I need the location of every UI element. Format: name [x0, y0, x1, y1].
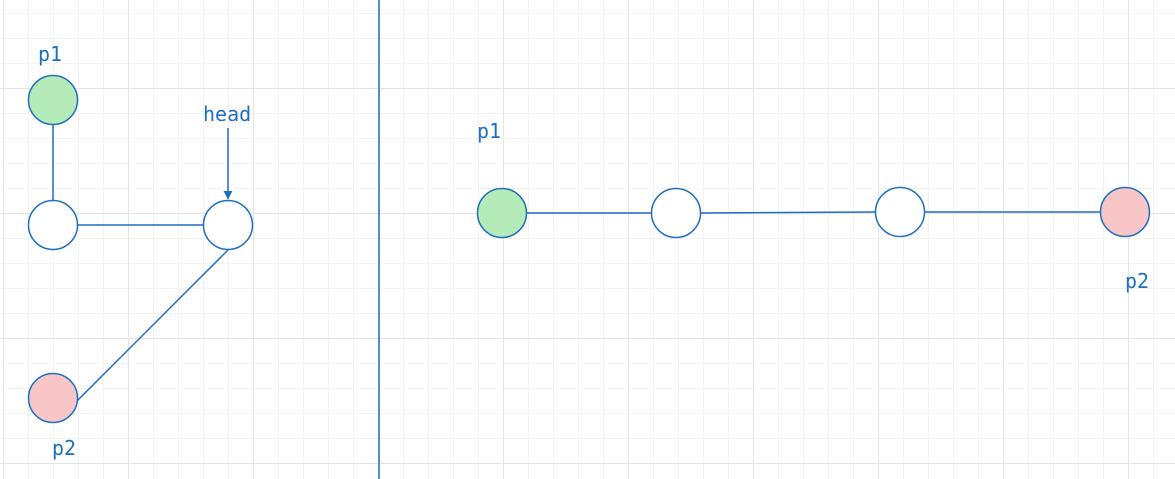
right-node-p2	[1099, 186, 1151, 238]
left-edge-head-to-p2	[75, 249, 229, 403]
left-node-p2	[27, 372, 79, 424]
left-label-head: head	[203, 102, 252, 126]
left-label-p1: p1	[38, 42, 63, 66]
right-label-p1: p1	[477, 119, 502, 143]
right-node-p1	[476, 187, 528, 239]
right-label-p2: p2	[1125, 269, 1150, 293]
left-node-head	[202, 199, 254, 251]
right-node-2	[650, 187, 702, 239]
right-node-3	[874, 186, 926, 238]
left-node-middle	[27, 199, 79, 251]
right-edge-2	[700, 211, 877, 214]
left-node-p1	[27, 74, 79, 126]
left-label-p2: p2	[52, 436, 77, 460]
